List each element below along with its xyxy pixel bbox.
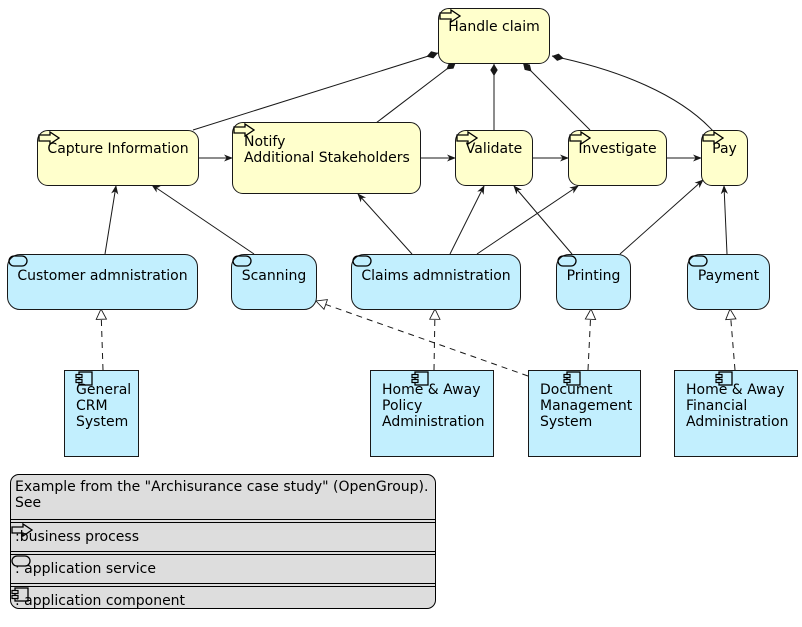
process-label: Pay [712, 141, 737, 157]
service-label: Customer admnistration [17, 268, 188, 284]
legend-divider [11, 551, 435, 555]
business-process-icon [456, 131, 478, 145]
serve-claims-validate [449, 185, 485, 255]
serve-printing-validate [513, 185, 573, 255]
application-service-icon [352, 255, 372, 267]
component-label: Home & Away Policy Administration [382, 382, 485, 430]
serve-scanning-capture [151, 184, 255, 255]
realize-docmgmt-scanning [316, 301, 529, 377]
service-payment[interactable]: Payment [687, 254, 770, 310]
service-label: Printing [566, 268, 621, 284]
application-service-icon [8, 255, 28, 267]
component-general-crm-system[interactable]: General CRM System [64, 370, 139, 457]
serve-customer-capture [104, 185, 119, 255]
component-label: Document Management System [540, 382, 633, 430]
legend-business-process: :business process [15, 529, 139, 545]
legend-row-business-process: :business process [11, 523, 435, 551]
business-process-icon [38, 131, 60, 145]
component-label: Home & Away Financial Administration [686, 382, 789, 430]
application-service-icon [688, 255, 708, 267]
realize-policy-claims [434, 309, 435, 371]
process-label: Handle claim [448, 19, 540, 35]
legend-divider [11, 519, 435, 523]
application-service-icon [557, 255, 577, 267]
service-claims-administration[interactable]: Claims admnistration [351, 254, 521, 310]
process-validate[interactable]: Validate [455, 130, 533, 186]
composition-investigate [522, 62, 591, 131]
service-customer-administration[interactable]: Customer admnistration [7, 254, 198, 310]
component-document-management-system[interactable]: Document Management System [528, 370, 641, 457]
realize-crm-customer [101, 309, 103, 371]
composition-pay [551, 53, 714, 132]
realize-docmgmt-printing [588, 309, 591, 371]
serve-claims-investigate [476, 185, 579, 255]
application-service-icon [11, 555, 31, 567]
process-investigate[interactable]: Investigate [568, 130, 667, 186]
application-component-icon [11, 587, 29, 602]
business-process-icon [702, 131, 724, 145]
legend-row-application-service: : application service [11, 555, 435, 583]
process-label: Capture Information [47, 141, 189, 157]
business-process-icon [439, 9, 461, 23]
component-home-away-financial-administration[interactable]: Home & Away Financial Administration [674, 370, 798, 457]
business-process-icon [569, 131, 591, 145]
service-scanning[interactable]: Scanning [231, 254, 317, 310]
serve-claims-notify [357, 193, 413, 255]
service-label: Payment [697, 268, 760, 284]
legend-intro: Example from the "Archisurance case stud… [15, 479, 429, 511]
process-label: Notify Additional Stakeholders [244, 134, 410, 166]
composition-capture [192, 51, 439, 131]
component-home-away-policy-administration[interactable]: Home & Away Policy Administration [370, 370, 494, 457]
service-label: Claims admnistration [361, 268, 511, 284]
legend-row-application-component: : application component [11, 587, 435, 609]
service-label: Scanning [241, 268, 307, 284]
business-process-icon [233, 123, 255, 137]
application-component-icon [715, 371, 733, 386]
legend-intro-row: Example from the "Archisurance case stud… [11, 475, 435, 515]
application-service-icon [232, 255, 252, 267]
serve-payment-pay [720, 185, 728, 255]
component-label: General CRM System [76, 382, 132, 430]
legend: Example from the "Archisurance case stud… [10, 474, 436, 609]
legend-application-component: : application component [15, 593, 186, 609]
service-printing[interactable]: Printing [556, 254, 631, 310]
application-component-icon [563, 371, 581, 386]
serve-printing-pay [619, 179, 704, 255]
legend-application-service: : application service [15, 561, 156, 577]
legend-divider [11, 583, 435, 587]
composition-notify [375, 61, 457, 124]
realize-financial-payment [730, 309, 735, 371]
process-label: Investigate [578, 141, 657, 157]
process-handle-claim[interactable]: Handle claim [438, 8, 550, 64]
business-process-icon [11, 523, 33, 537]
application-component-icon [75, 371, 93, 386]
process-notify-stakeholders[interactable]: Notify Additional Stakeholders [232, 122, 421, 194]
process-capture-information[interactable]: Capture Information [37, 130, 199, 186]
application-component-icon [411, 371, 429, 386]
process-label: Validate [465, 141, 523, 157]
process-pay[interactable]: Pay [701, 130, 748, 186]
